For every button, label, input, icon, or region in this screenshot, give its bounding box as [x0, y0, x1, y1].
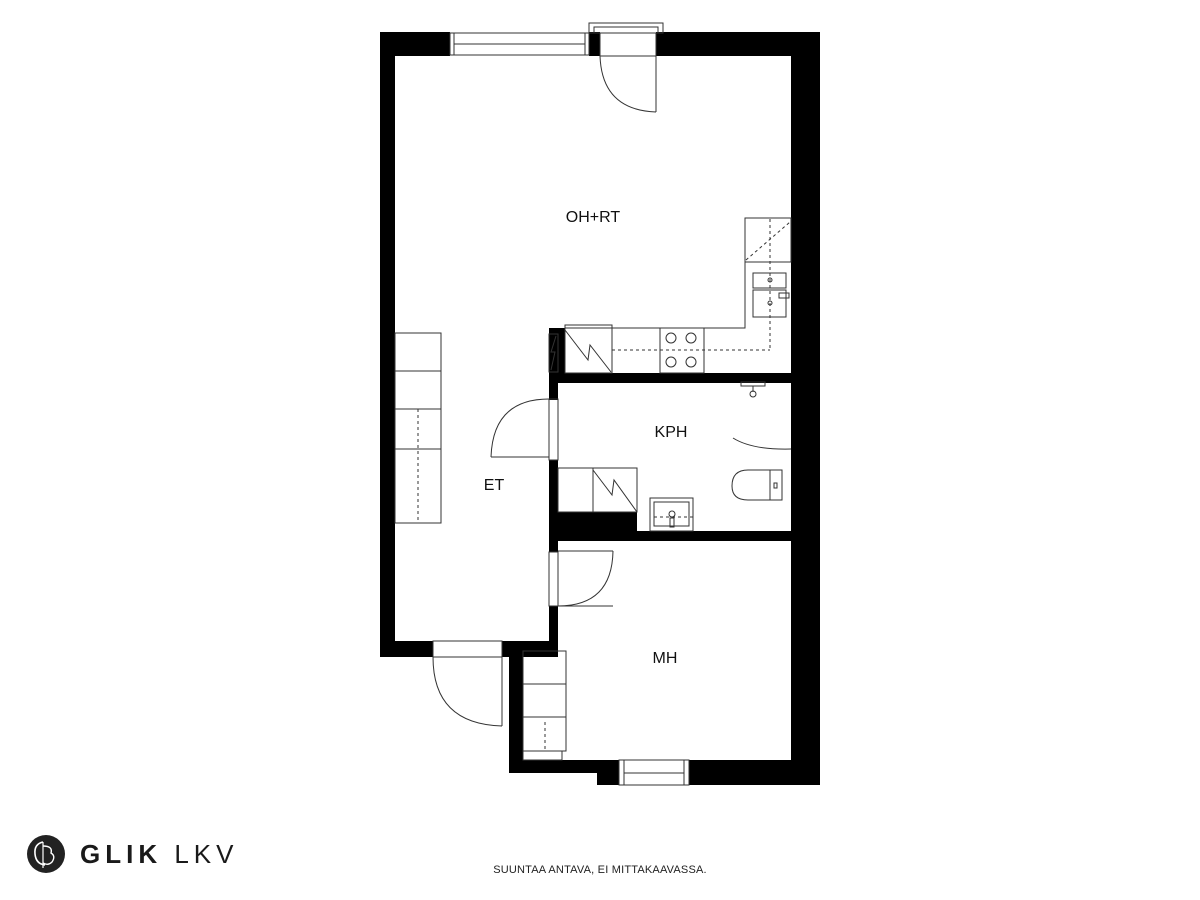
room-label-et: ET: [483, 477, 505, 494]
brand-logo: GLIK LKV: [26, 834, 239, 874]
disclaimer-text: SUUNTAA ANTAVA, EI MITTAKAAVASSA.: [493, 864, 707, 876]
room-label-mh: MH: [652, 650, 678, 667]
brand-name: GLIK LKV: [80, 839, 239, 870]
brand-name-light: LKV: [174, 838, 239, 869]
brand-name-bold: GLIK: [80, 838, 163, 869]
room-label-kph: KPH: [654, 424, 688, 441]
fixtures: [394, 22, 792, 786]
walls: [380, 32, 820, 785]
room-label-oh-rt: OH+RT: [565, 209, 621, 226]
glik-monogram-icon: [27, 835, 65, 873]
